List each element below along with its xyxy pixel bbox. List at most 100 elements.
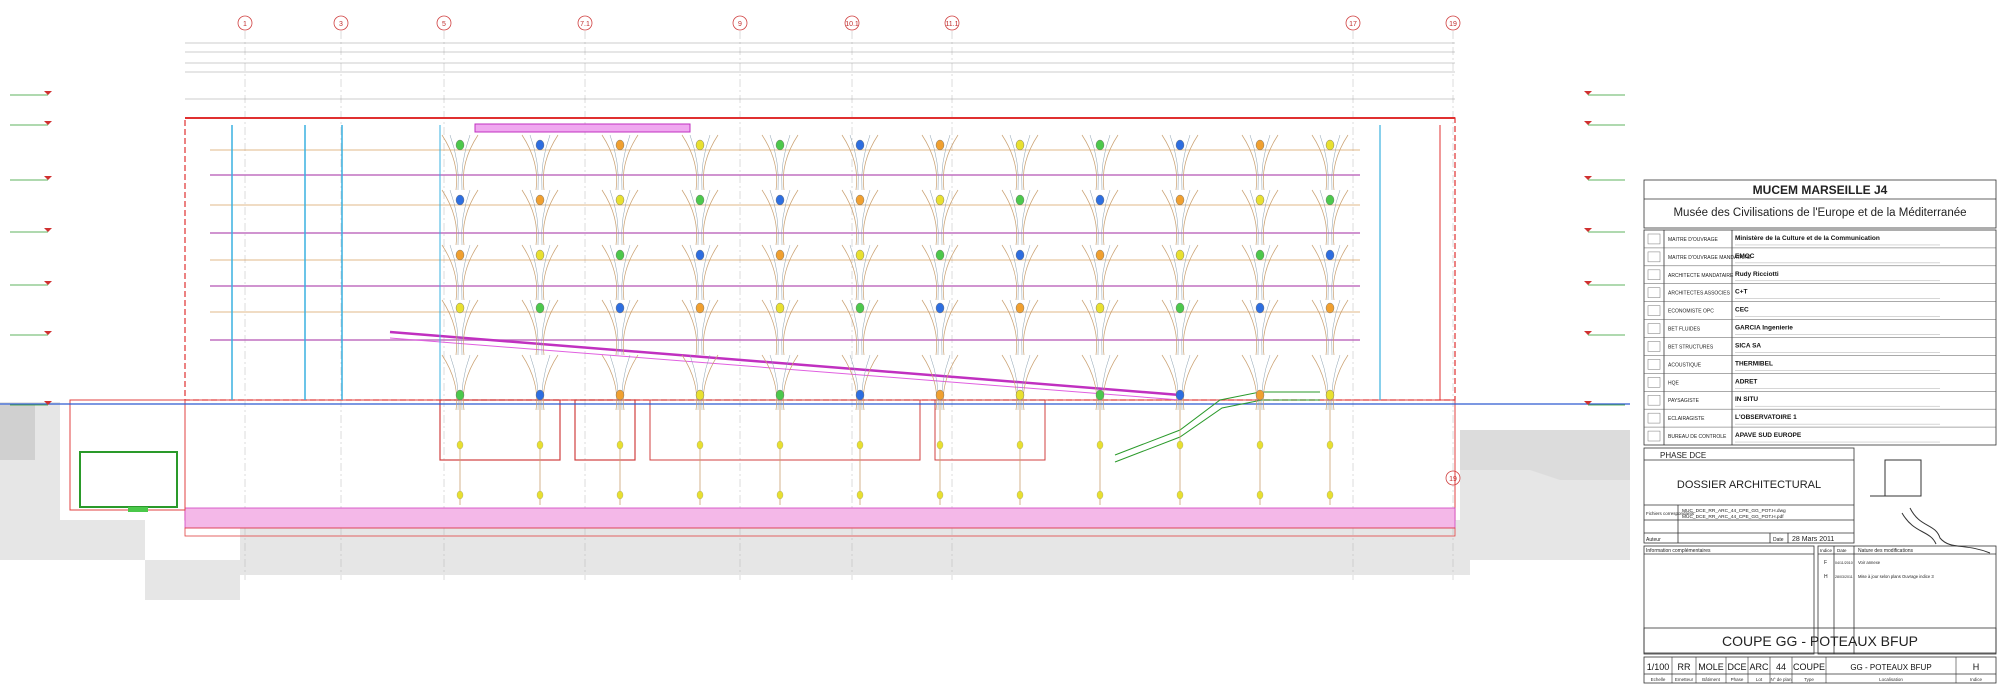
stakeholder-role: BUREAU DE CONTROLE <box>1668 434 1727 440</box>
modif-header: Nature des modifications <box>1858 548 1914 554</box>
stakeholder-logo-icon <box>1647 287 1661 298</box>
stakeholder-logo-icon <box>1647 323 1661 334</box>
stakeholder-role: PAYSAGISTE <box>1668 398 1700 404</box>
stakeholder-logo-icon <box>1647 341 1661 352</box>
file-1: MUC_DCE_RR_ARC_44_CPE_GG_POT.H.dwg <box>1682 508 1786 514</box>
stakeholder-name: C+T <box>1735 289 1747 296</box>
stakeholder-role: ARCHITECTE MANDATAIRE <box>1668 273 1734 279</box>
file-2: MUC_DCE_RR_ARC_44_CPE_GG_POT.H.pdf <box>1682 514 1784 520</box>
stakeholder-name: SICA SA <box>1735 342 1761 349</box>
code-label: Localisation <box>1879 677 1903 682</box>
stakeholder-name: APAVE SUD EUROPE <box>1735 432 1802 439</box>
level-markers <box>10 91 1625 406</box>
axis-label: 11.1 <box>945 21 958 28</box>
axis-label: 1 <box>243 21 247 28</box>
code-label: Emetteur <box>1675 677 1694 682</box>
stakeholder-role: BET STRUCTURES <box>1668 344 1714 350</box>
code-value: GG - POTEAUX BFUP <box>1850 663 1931 672</box>
axis-label: 19 <box>1449 476 1457 483</box>
title-block: MAITRE D'OUVRAGE Ministère de la Culture … <box>1643 179 1997 684</box>
stakeholder-logo-icon <box>1647 430 1661 442</box>
stakeholder-logo-icon <box>1647 395 1661 406</box>
axis-bubble: 7.1 <box>577 15 593 580</box>
stakeholder-logo-icon <box>1647 269 1661 281</box>
rev-date-header: Date <box>1837 548 1847 553</box>
stakeholder-role: ACOUSTIQUE <box>1668 362 1702 368</box>
sheet-title: COUPE GG - POTEAUX BFUP <box>1722 633 1918 649</box>
code-label: Indice <box>1970 677 1983 682</box>
stakeholder-role: ARCHITECTES ASSOCIES <box>1668 291 1731 297</box>
stakeholder-name: L'OBSERVATOIRE 1 <box>1735 414 1797 421</box>
axis-label: 19 <box>1449 21 1457 28</box>
stakeholder-name: ADRET <box>1735 378 1757 385</box>
stakeholder-logo-icon <box>1647 233 1661 245</box>
stakeholder-logo-icon <box>1647 305 1661 316</box>
axis-bubble: 3 <box>333 15 349 580</box>
rev-2-indice: H <box>1824 574 1828 580</box>
column-nodes <box>455 139 1335 500</box>
stakeholder-logo-icon <box>1647 359 1661 370</box>
code-value: 1/100 <box>1647 662 1670 672</box>
stakeholder-role: MAITRE D'OUVRAGE MANDATAIRE <box>1668 255 1752 261</box>
stakeholder-name: CEC <box>1735 307 1749 314</box>
stakeholder-name: GARCIA Ingenierie <box>1735 325 1793 332</box>
code-value: RR <box>1678 662 1691 672</box>
dossier-title: DOSSIER ARCHITECTURAL <box>1677 479 1821 491</box>
stakeholder-logo-icon <box>1647 251 1661 263</box>
bfup-columns <box>441 134 1349 505</box>
date-label: Date <box>1773 537 1784 543</box>
stakeholder-name: Rudy Ricciotti <box>1735 271 1779 278</box>
detail-sketch <box>1870 459 1991 554</box>
auteur-label: Auteur <box>1646 537 1661 543</box>
stakeholder-role: MAITRE D'OUVRAGE <box>1668 237 1719 243</box>
rev-2-date: 28/03/2011 <box>1835 575 1853 579</box>
date-value: 28 Mars 2011 <box>1792 536 1834 543</box>
axis-bubble: 5 <box>436 15 452 580</box>
project-title: MUCEM MARSEILLE J4 <box>1753 183 1888 197</box>
indice-header: Indice <box>1820 548 1833 553</box>
axis-bubble: 11.1 <box>944 15 960 580</box>
code-label: Echelle <box>1651 677 1666 682</box>
axis-label: 9 <box>738 21 742 28</box>
left-ground <box>0 405 35 460</box>
rev-2-nature: Mise à jour selon plans Ouvrage indice 3 <box>1858 574 1934 579</box>
code-value: H <box>1973 662 1980 672</box>
axis-bubble: 1 <box>237 15 253 580</box>
stakeholder-name: Ministère de la Culture et de la Communi… <box>1735 235 1880 242</box>
project-subtitle: Musée des Civilisations de l'Europe et d… <box>1673 207 1966 219</box>
stakeholder-logo-icon <box>1647 412 1661 424</box>
code-label: Bâtiment <box>1702 677 1721 682</box>
stakeholder-role: BET FLUIDES <box>1668 327 1701 333</box>
axis-bubble: 17 <box>1345 15 1361 580</box>
code-value: COUPE <box>1793 662 1825 672</box>
dimension-lines <box>185 42 1455 100</box>
info-label: Information complémentaires <box>1646 548 1711 554</box>
code-label: Type <box>1804 677 1814 682</box>
axis-bubble: 19 <box>1445 15 1461 580</box>
stair <box>1114 391 1320 463</box>
terrain-fill <box>0 402 1630 600</box>
axis-label: 3 <box>339 21 343 28</box>
rev-1-nature: Voir annexe <box>1858 560 1881 565</box>
rev-1-indice: F <box>1824 560 1827 566</box>
code-value: MOLE <box>1698 662 1724 672</box>
stakeholder-role: ECONOMISTE OPC <box>1668 309 1714 315</box>
code-label: Phase <box>1731 677 1744 682</box>
phase-label: PHASE DCE <box>1660 451 1706 460</box>
stakeholder-role: HQE <box>1668 380 1680 386</box>
axis-bubble: 9 <box>732 15 748 580</box>
axis-label: 5 <box>442 21 446 28</box>
code-label: Lot <box>1756 677 1763 682</box>
stakeholder-role: ECLAIRAGISTE <box>1668 416 1705 422</box>
stakeholder-logo-icon <box>1647 377 1661 388</box>
axis-label: 17 <box>1349 21 1357 28</box>
axis-label: 7.1 <box>580 21 590 28</box>
code-label: N° de plan <box>1770 677 1792 682</box>
building-outline <box>0 117 1630 537</box>
stakeholder-name: IN SITU <box>1735 396 1758 403</box>
right-ground <box>1460 430 1630 480</box>
rev-1-date: 04/11/2010 <box>1835 561 1853 565</box>
code-value: 44 <box>1776 662 1786 672</box>
